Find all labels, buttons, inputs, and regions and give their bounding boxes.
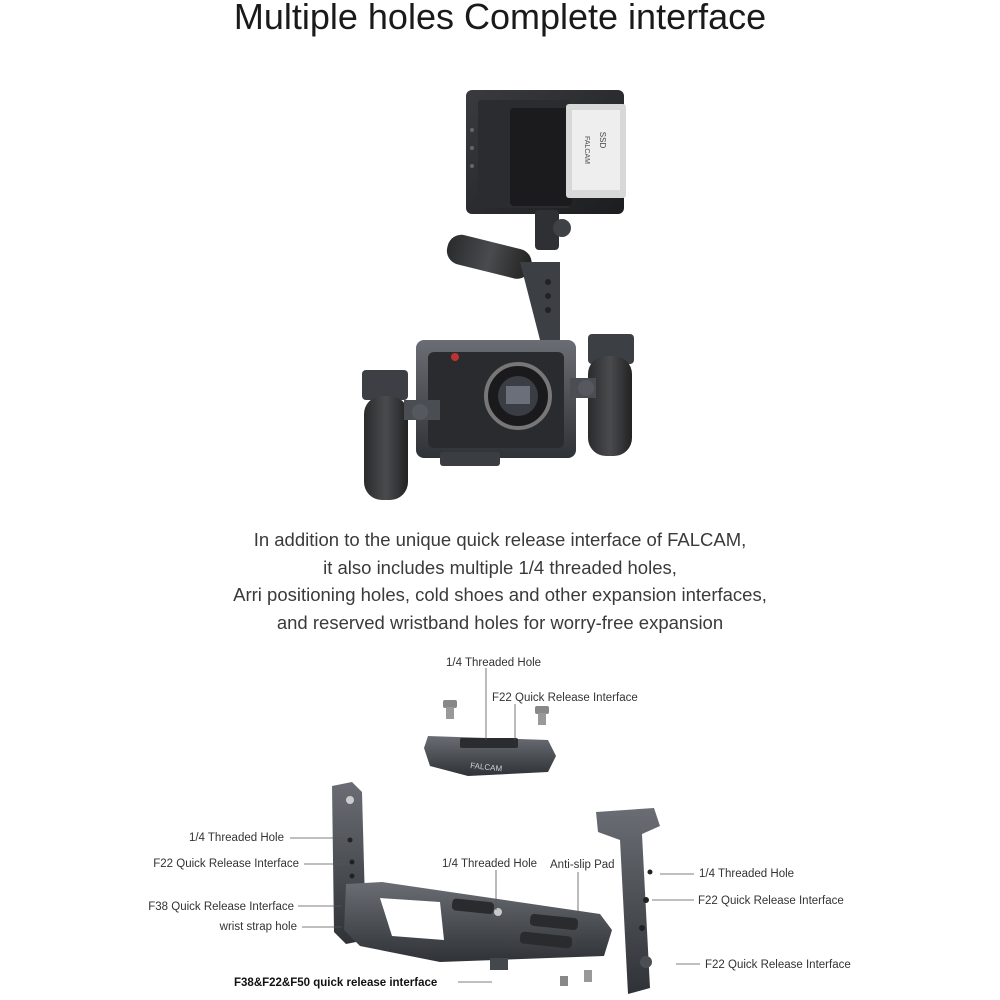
camera-cage [416,340,576,466]
label-right-f22-lower: F22 Quick Release Interface [705,959,851,971]
label-base-quick-release: F38&F22&F50 quick release interface [234,977,438,989]
top-handle [446,234,560,340]
page-title: Multiple holes Complete interface [233,0,767,37]
label-left-f38: F38 Quick Release Interface [148,901,294,913]
label-left-threaded-hole: 1/4 Threaded Hole [188,832,284,844]
label-top-threaded-hole: 1/4 Threaded Hole [446,657,542,669]
description-line: and reserved wristband holes for worry-f… [276,611,724,633]
description-line: In addition to the unique quick release … [253,529,747,550]
label-left-f22: F22 Quick Release Interface [153,858,299,870]
left-handle [362,370,440,500]
monitor: FALCAM SSD [466,90,626,214]
label-base-threaded-hole: 1/4 Threaded Hole [442,858,538,870]
callout-lines [290,668,700,983]
description-line: Arri positioning holes, cold shoes and o… [233,584,767,605]
top-screws [443,700,549,725]
right-handle [570,334,634,456]
top-plate: FALCAM [424,736,556,776]
label-top-quick-release: F22 Quick Release Interface [492,692,638,704]
battery-ssd-text: SSD [598,132,607,149]
right-bracket [596,808,660,994]
description: In addition to the unique quick release … [0,526,1000,636]
base-plate [344,882,612,970]
description-line: it also includes multiple 1/4 threaded h… [323,556,677,578]
label-wrist-strap: wrist strap hole [219,921,297,933]
label-right-threaded-hole: 1/4 Threaded Hole [699,868,795,880]
label-anti-slip-pad: Anti-slip Pad [550,859,615,871]
battery-brand-text: FALCAM [583,136,590,164]
label-right-f22: F22 Quick Release Interface [698,895,844,907]
plate-brand-text: FALCAM [470,761,503,773]
